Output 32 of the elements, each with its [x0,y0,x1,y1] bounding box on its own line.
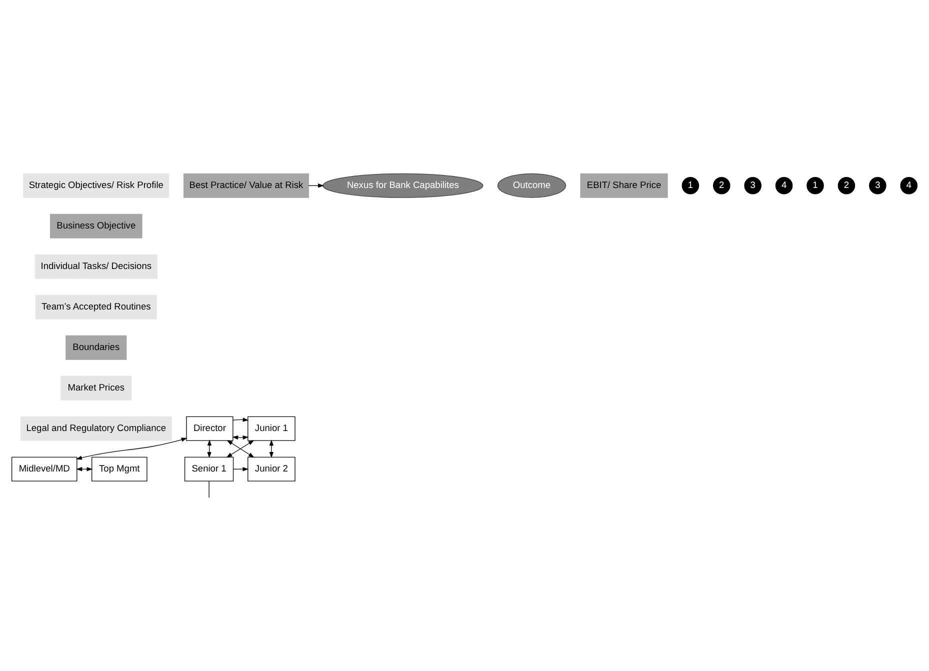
node-box: Individual Tasks/ Decisions [34,254,158,278]
node-box: Junior 2 [248,456,296,481]
node-box: Midlevel/MD [12,456,78,481]
node-box: Boundaries [66,334,127,360]
node-box: Director [186,416,234,440]
node-box: Strategic Objectives/ Risk Profile [23,172,170,198]
arrow [76,437,188,460]
node-box: Team’s Accepted Routines [35,294,157,319]
node-box: Best Practice/ Value at Risk [183,172,309,198]
node-box: Market Prices [60,375,132,400]
label: 1 [812,180,818,190]
label: 3 [750,180,756,190]
label: 1 [688,180,694,190]
arrow [232,417,249,422]
node-ellipse: Outcome [497,172,566,198]
node-box: Top Mgmt [92,456,148,481]
connector [208,480,210,498]
label: 4 [906,180,912,190]
node-box: Business Objective [50,213,142,238]
arrow [232,434,249,440]
node-box: Legal and Regulatory Compliance [20,416,172,440]
arrow [233,466,249,471]
label: 2 [719,180,724,190]
label: 2 [844,180,850,190]
node-box: Junior 1 [248,416,296,440]
arrow [308,183,324,188]
node-box: EBIT/ Share Price [580,172,668,198]
node-ellipse: Nexus for Bank Capabilites [322,172,484,198]
label: 3 [875,180,880,190]
node-box: Senior 1 [184,456,234,481]
arrow [269,439,274,458]
label: 4 [781,180,787,190]
